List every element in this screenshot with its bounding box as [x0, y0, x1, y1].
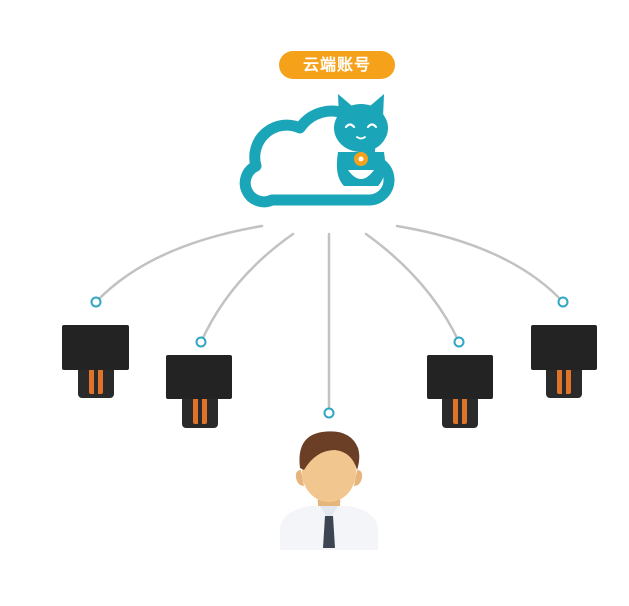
- pos-terminal-icon: [62, 325, 129, 398]
- pos-terminal-icon: [166, 355, 232, 428]
- cat-eyes: [344, 123, 378, 129]
- cloud-account-badge: 云端账号: [279, 51, 395, 79]
- pos-terminal-icon: [531, 325, 597, 398]
- user-avatar-icon: [280, 431, 378, 550]
- cat-body: [336, 152, 386, 186]
- person-hair: [299, 431, 360, 470]
- person-ears: [295, 470, 363, 486]
- cat-belly: [348, 170, 374, 179]
- connector-terminal-1: [94, 224, 264, 304]
- connector-terminal-2: [199, 232, 295, 344]
- connectors: [94, 224, 565, 414]
- cloud-cat-icon: [239, 94, 395, 208]
- node-ring: [90, 296, 102, 308]
- connector-terminal-3: [364, 232, 461, 344]
- node-ring: [195, 336, 207, 348]
- person-face: [302, 442, 356, 502]
- person-tie: [323, 516, 335, 548]
- cat-head: [334, 104, 388, 152]
- cat-mouth: [356, 136, 366, 140]
- connector-terminal-4: [395, 224, 565, 304]
- cat-bell-center: [358, 156, 364, 162]
- node-ring: [453, 336, 465, 348]
- connector-nodes: [90, 296, 569, 419]
- pos-terminal-icon: [427, 355, 493, 428]
- node-ring: [323, 407, 335, 419]
- node-ring: [557, 296, 569, 308]
- cat-ears: [338, 94, 384, 118]
